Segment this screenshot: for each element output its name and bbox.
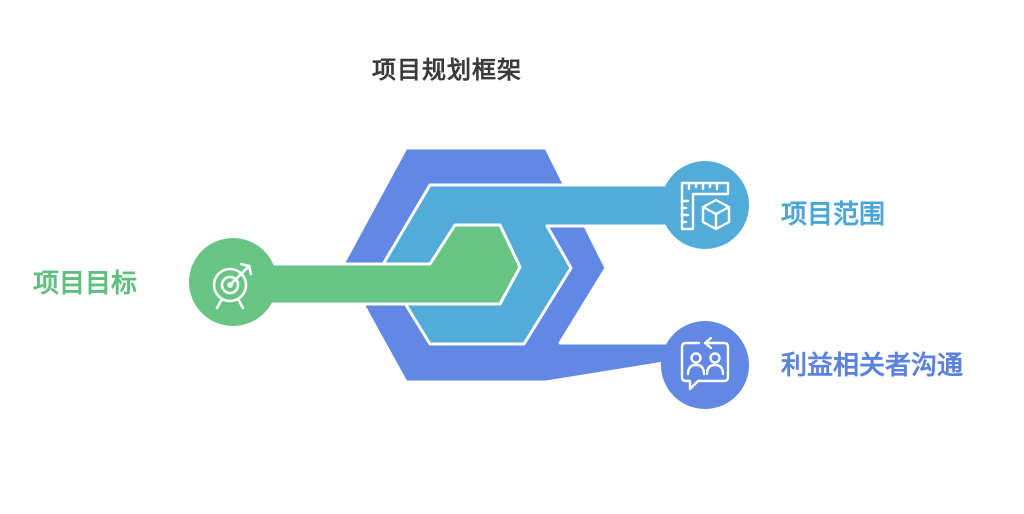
stakeholder-circle bbox=[661, 321, 749, 409]
target-arrow-icon bbox=[212, 262, 253, 310]
label-project-goal: 项目目标 bbox=[33, 269, 138, 299]
label-stakeholder-communication: 利益相关者沟通 bbox=[781, 351, 964, 381]
inner-hexagon-shape bbox=[266, 223, 522, 306]
people-chat-icon bbox=[680, 336, 730, 391]
ruler-cube-icon bbox=[680, 181, 731, 231]
diagram-title: 项目规划框架 bbox=[372, 56, 522, 84]
label-project-scope: 项目范围 bbox=[781, 200, 886, 230]
